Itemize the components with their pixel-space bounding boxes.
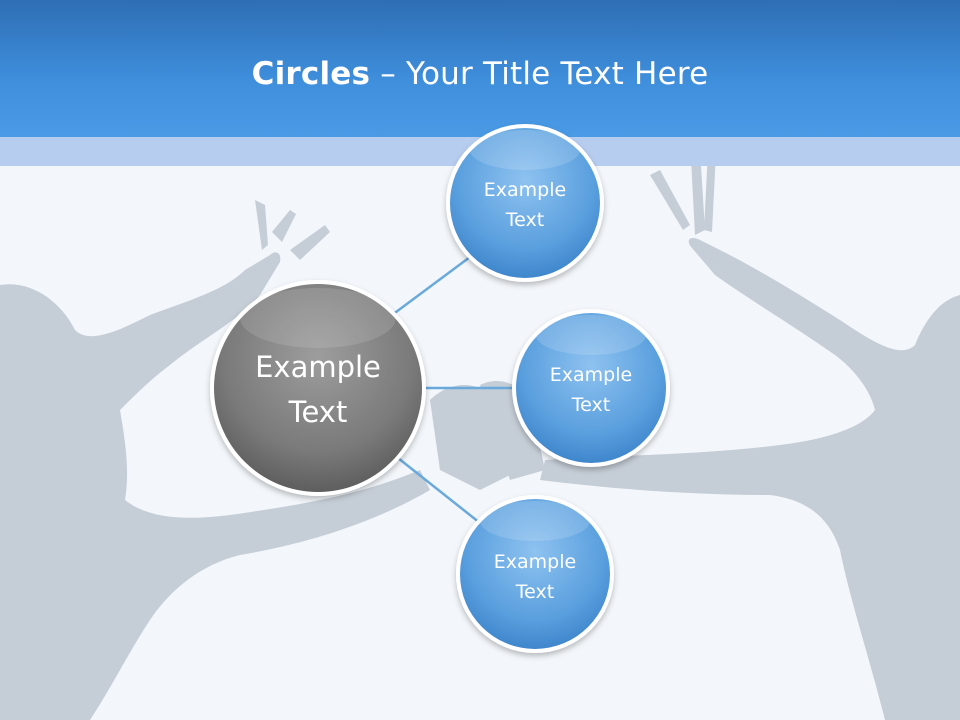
connector-bottom: [397, 457, 481, 524]
node-middle-line2: Text: [571, 394, 610, 416]
center-label-line1: Example: [255, 350, 381, 384]
node-circle-middle: Example Text: [512, 309, 670, 467]
connector-top: [391, 255, 471, 317]
node-bottom-line2: Text: [515, 581, 554, 603]
title-text: Your Title Text Here: [405, 56, 709, 92]
node-middle-line1: Example: [550, 364, 632, 386]
node-bottom-line1: Example: [494, 551, 576, 573]
title-bar: [0, 0, 960, 137]
node-top-line2: Text: [505, 209, 544, 231]
title-bold: Circles: [251, 56, 371, 92]
node-top-line1: Example: [484, 179, 566, 201]
title-dash: –: [370, 56, 406, 92]
center-label-line2: Text: [288, 395, 348, 429]
node-circle-top: Example Text: [446, 124, 604, 282]
node-circle-bottom: Example Text: [456, 495, 614, 653]
center-circle: Example Text: [210, 280, 426, 496]
slide-title: Circles – Your Title Text Here: [0, 52, 960, 96]
